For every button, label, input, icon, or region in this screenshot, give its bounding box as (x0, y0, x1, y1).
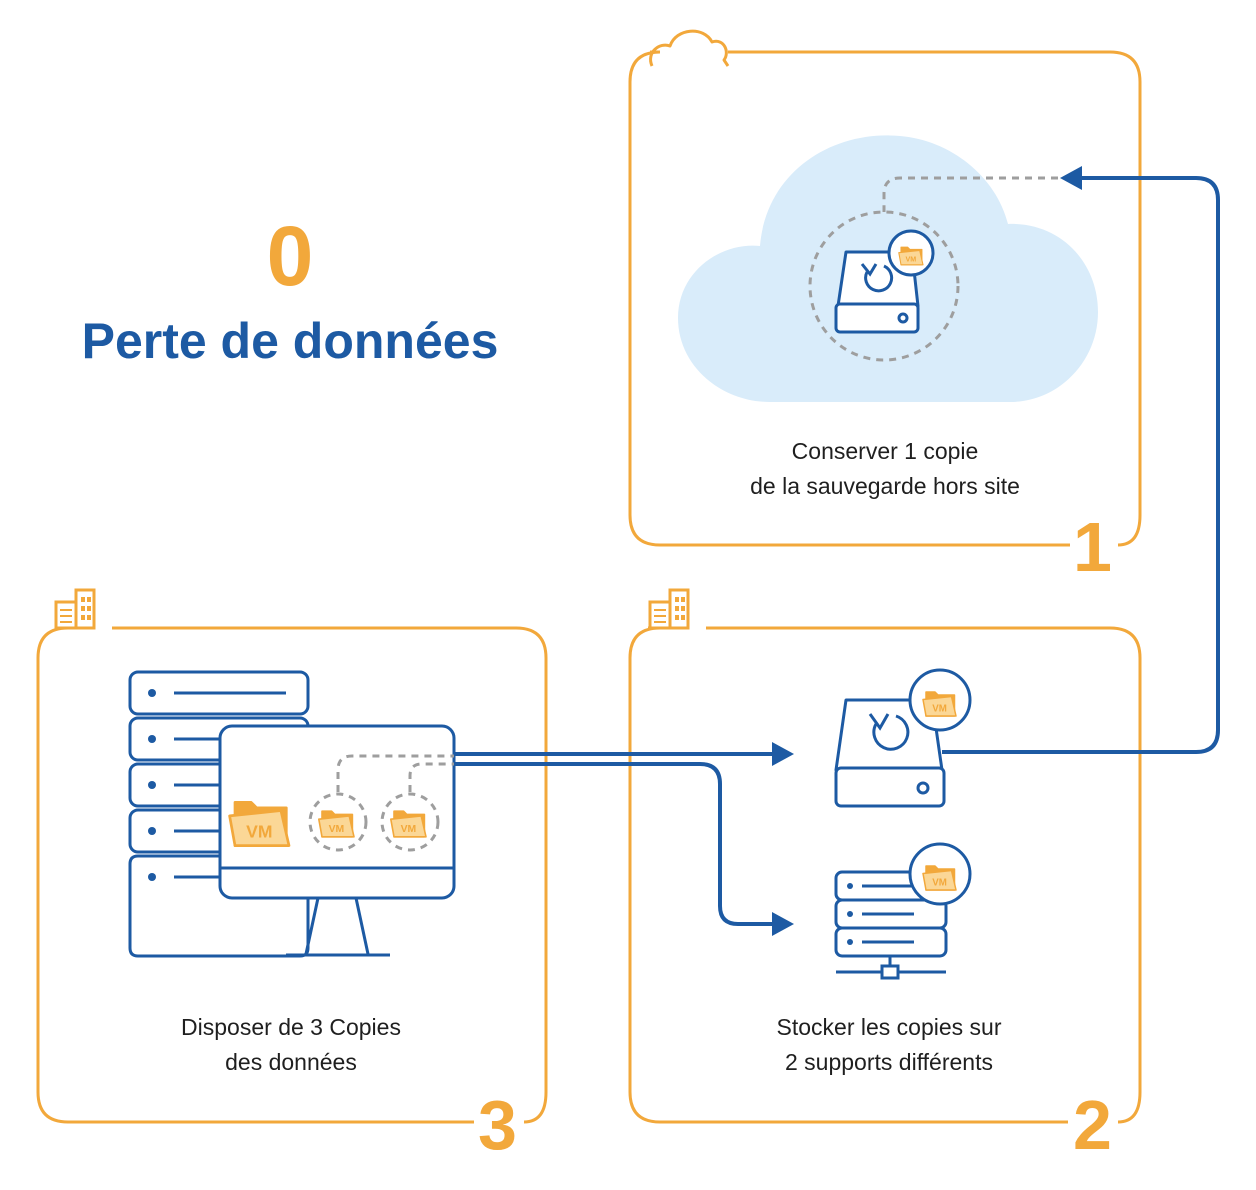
server-vm-badge (908, 842, 972, 906)
panel-2-line-1: Stocker les copies sur (776, 1014, 1002, 1040)
panel-3-number: 3 (478, 1086, 517, 1164)
panel-2-line-2: 2 supports différents (785, 1049, 993, 1075)
arrow-to-cloud (942, 176, 1220, 754)
cloud-disk-icon (834, 250, 920, 334)
vm-folder-icon (389, 810, 427, 838)
cloud-vm-badge (887, 229, 935, 277)
panel-media (628, 588, 1142, 1124)
panel-2-caption: Stocker les copies sur 2 supports différ… (640, 1010, 1138, 1080)
copy-dashed-link (336, 754, 454, 792)
cloud-icon (649, 29, 730, 67)
zero-figure: 0 (266, 209, 314, 303)
panel-3-line-1: Disposer de 3 Copies (181, 1014, 401, 1040)
page-title: Perte de données (81, 313, 499, 369)
panel-copies (36, 588, 548, 1124)
panel-1-line-1: Conserver 1 copie (791, 438, 979, 464)
vm-folder-icon (317, 810, 355, 838)
panel-3-line-2: des données (225, 1049, 357, 1075)
building-icon (648, 588, 690, 630)
disk-icon (834, 698, 946, 808)
panel-2-number: 2 (1073, 1086, 1112, 1164)
server-stack-icon (128, 670, 310, 958)
panel-1-number: 1 (1073, 508, 1112, 586)
copy-dashed-link (408, 762, 454, 792)
disk-vm-badge (908, 668, 972, 732)
monitor-icon (218, 724, 456, 957)
panel-3-caption: Disposer de 3 Copies des données (46, 1010, 536, 1080)
copy-ring (308, 792, 368, 852)
flow-arrows (454, 166, 1220, 936)
offsite-dashed-link (882, 176, 1058, 212)
cloud-copy-ring (808, 210, 960, 362)
building-icon (54, 588, 96, 630)
vm-folder-icon (228, 801, 291, 847)
panel-offsite (628, 29, 1142, 547)
panel-1-line-2: de la sauvegarde hors site (750, 473, 1020, 499)
panel-1-caption: Conserver 1 copie de la sauvegarde hors … (640, 434, 1130, 504)
arrow-to-server (454, 762, 776, 926)
copy-ring (380, 792, 440, 852)
